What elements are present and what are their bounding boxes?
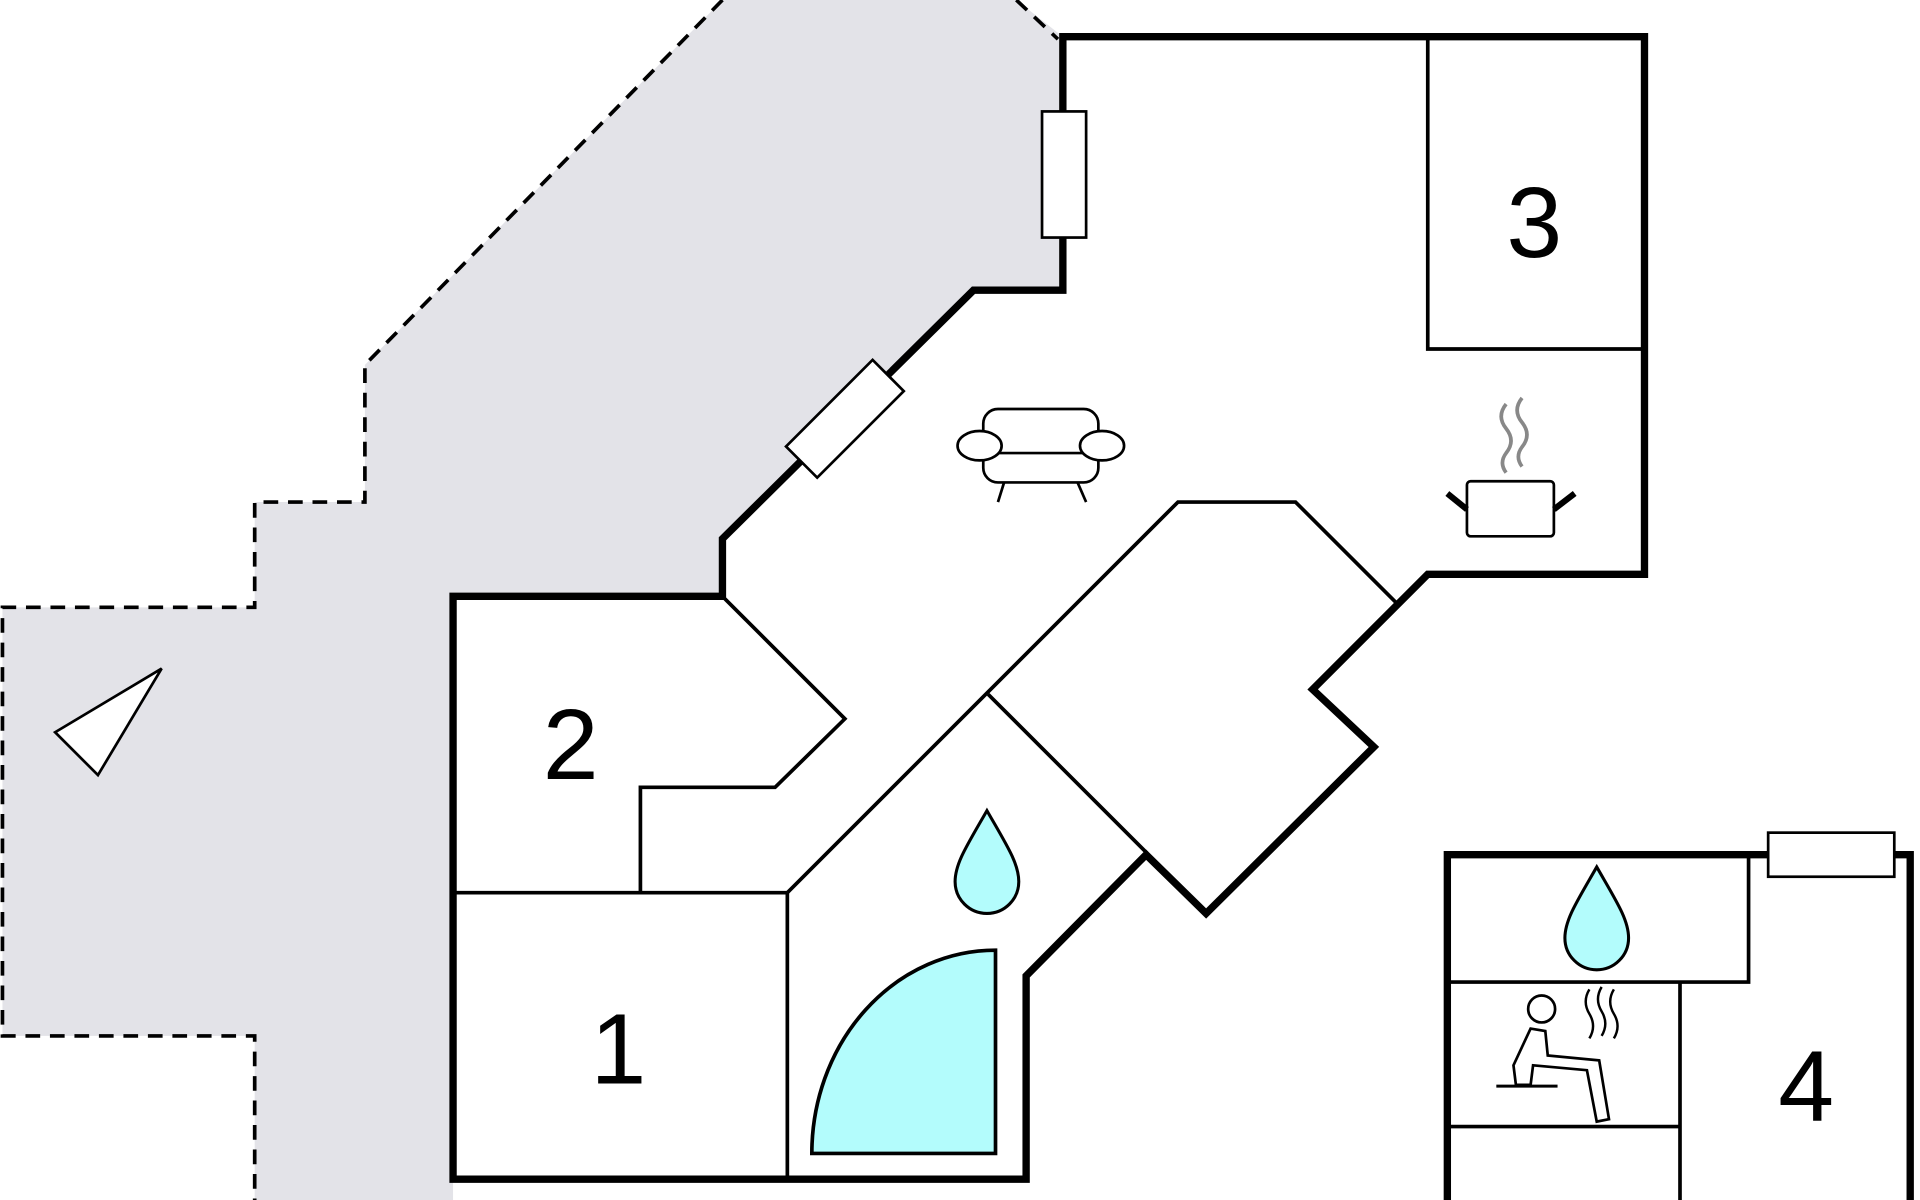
annex-outer-wall <box>1443 851 1769 1200</box>
terrace-boundary-top <box>1015 0 1060 41</box>
room-label-3: 3 <box>1506 167 1562 279</box>
water-drop-icon <box>953 807 1021 915</box>
window-icon <box>784 357 906 480</box>
sauna-icon <box>1496 986 1619 1124</box>
window-icon <box>1766 831 1896 879</box>
terrace-area <box>2 0 1063 1200</box>
bathroom-wall <box>986 692 1149 855</box>
annex-bathroom-wall <box>1449 857 1751 984</box>
sofa-icon <box>956 407 1126 503</box>
room-label-2: 2 <box>543 689 599 801</box>
room-2-wall <box>638 597 848 893</box>
terrace-boundary <box>0 0 724 1200</box>
water-drop-icon <box>1563 863 1631 972</box>
hall-wall <box>786 500 1398 894</box>
window-icon <box>1040 110 1088 239</box>
compass-north-arrow-icon <box>52 667 163 778</box>
room-3-wall <box>1425 39 1643 351</box>
room-label-4: 4 <box>1778 1030 1834 1142</box>
room-label-1: 1 <box>590 994 646 1106</box>
shower-icon <box>809 948 998 1156</box>
cooking-pot-icon <box>1445 396 1577 538</box>
